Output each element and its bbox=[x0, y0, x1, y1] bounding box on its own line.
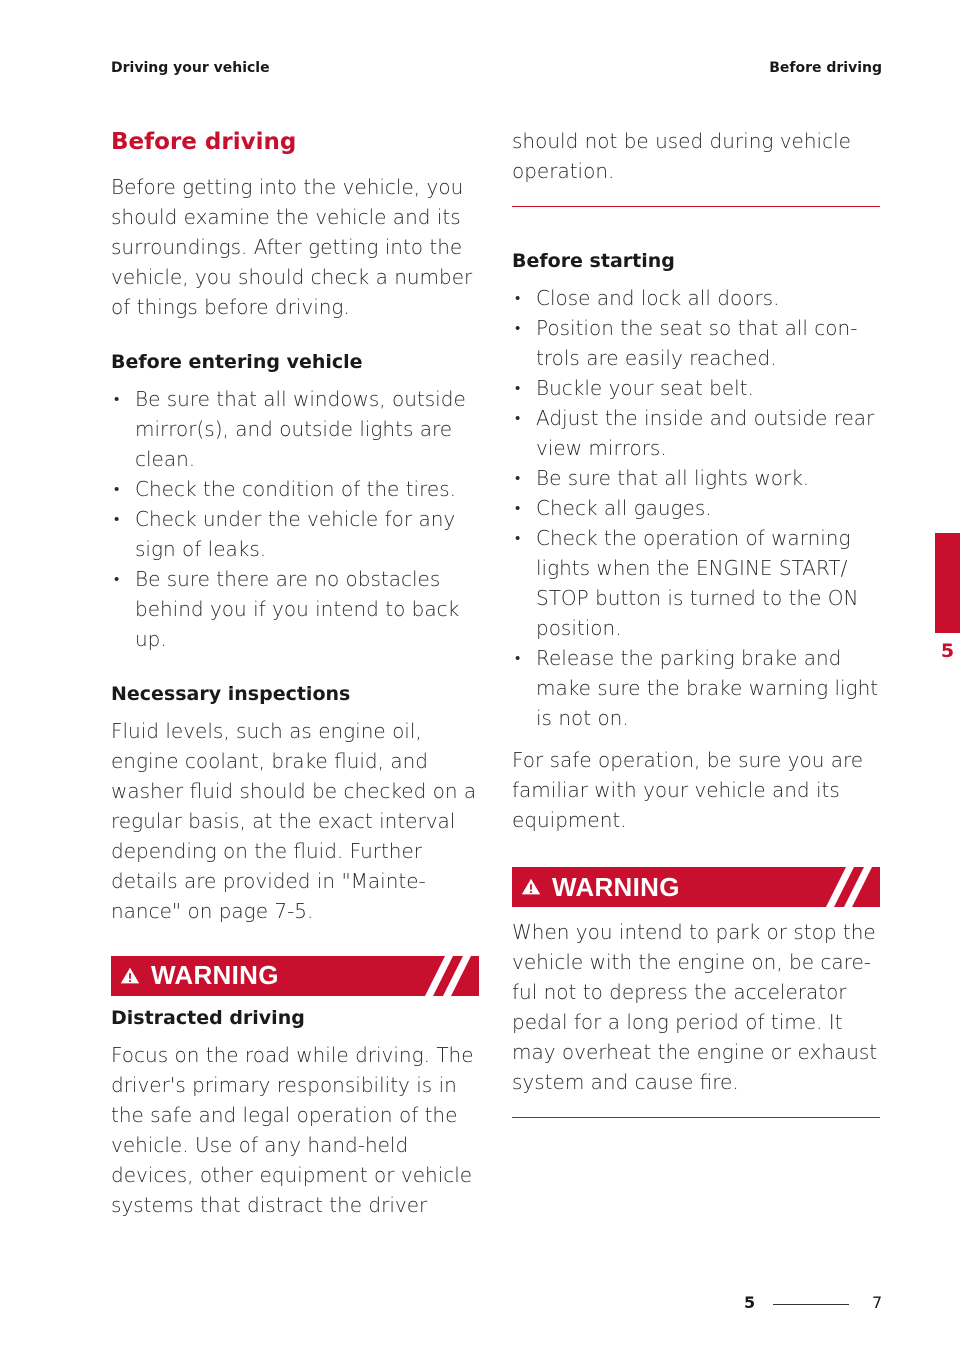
distracted-paragraph: Focus on the road while driving. The dri… bbox=[111, 1042, 474, 1217]
warning-banner: WARNING bbox=[111, 955, 479, 996]
inspections-section: Necessary inspections Fluid levels, such… bbox=[111, 680, 479, 926]
safe-operation-paragraph: For safe operation, be sure you are fami… bbox=[512, 748, 864, 832]
before-starting-heading: Before starting bbox=[512, 250, 675, 272]
warning-label: WARNING bbox=[151, 960, 279, 991]
inspections-paragraph: Fluid levels, such as engine oil, engine… bbox=[111, 718, 477, 923]
footer-chapter-number: 5 bbox=[744, 1293, 756, 1312]
distracted-warning: WARNING Distracted driving Focus on the … bbox=[111, 955, 479, 1220]
list-item: Adjust the inside and outside rear view … bbox=[512, 403, 880, 463]
section-divider bbox=[512, 1117, 880, 1118]
before-entering-section: Before entering vehicle Be sure that all… bbox=[111, 348, 479, 654]
list-item: Release the parking brake and make sure … bbox=[512, 643, 880, 733]
list-item: Be sure there are no obstacles behind yo… bbox=[111, 564, 479, 654]
running-header-chapter: Driving your vehicle bbox=[111, 60, 270, 76]
list-item: Check under the vehicle for any sign of … bbox=[111, 504, 479, 564]
list-item: Be sure that all windows, outside mirror… bbox=[111, 384, 479, 474]
left-column: Before driving Before getting into the v… bbox=[111, 128, 479, 1220]
before-starting-section: Before starting Close and lock all doors… bbox=[512, 247, 880, 733]
warning-triangle-icon bbox=[119, 965, 141, 987]
list-item: Check the operation of warning lights wh… bbox=[512, 523, 880, 643]
slash-decoration-icon bbox=[425, 955, 471, 996]
before-entering-list: Be sure that all windows, outside mirror… bbox=[111, 384, 479, 654]
warning-label: WARNING bbox=[552, 871, 680, 902]
slash-decoration-icon bbox=[826, 867, 872, 907]
list-item: Close and lock all doors. bbox=[512, 283, 880, 313]
list-item: Be sure that all lights work. bbox=[512, 463, 880, 493]
intro-paragraph: Before getting into the vehicle, you sho… bbox=[111, 174, 473, 319]
warning-banner: WARNING bbox=[512, 867, 880, 907]
list-item: Buckle your seat belt. bbox=[512, 373, 880, 403]
park-warning-paragraph: When you intend to park or stop the vehi… bbox=[512, 920, 878, 1094]
list-item: Position the seat so that all con- trols… bbox=[512, 313, 880, 373]
before-starting-list: Close and lock all doors. Position the s… bbox=[512, 283, 880, 733]
running-header-section: Before driving bbox=[769, 60, 882, 76]
section-title: Before driving bbox=[111, 129, 297, 155]
list-item: Check all gauges. bbox=[512, 493, 880, 523]
right-column: should not be used during vehicle operat… bbox=[512, 126, 880, 1118]
list-item: Check the condition of the tires. bbox=[111, 474, 479, 504]
section-divider bbox=[512, 206, 880, 207]
park-warning: WARNING When you intend to park or stop … bbox=[512, 867, 880, 1118]
continued-paragraph: should not be used during vehicle operat… bbox=[512, 129, 851, 183]
distracted-heading: Distracted driving bbox=[111, 1006, 305, 1029]
inspections-heading: Necessary inspections bbox=[111, 682, 351, 705]
chapter-tab-number: 5 bbox=[940, 640, 955, 662]
warning-triangle-icon bbox=[520, 876, 542, 898]
before-entering-heading: Before entering vehicle bbox=[111, 350, 363, 373]
footer-divider bbox=[773, 1304, 849, 1305]
footer-page-number: 7 bbox=[872, 1293, 883, 1312]
chapter-tab bbox=[935, 533, 960, 633]
